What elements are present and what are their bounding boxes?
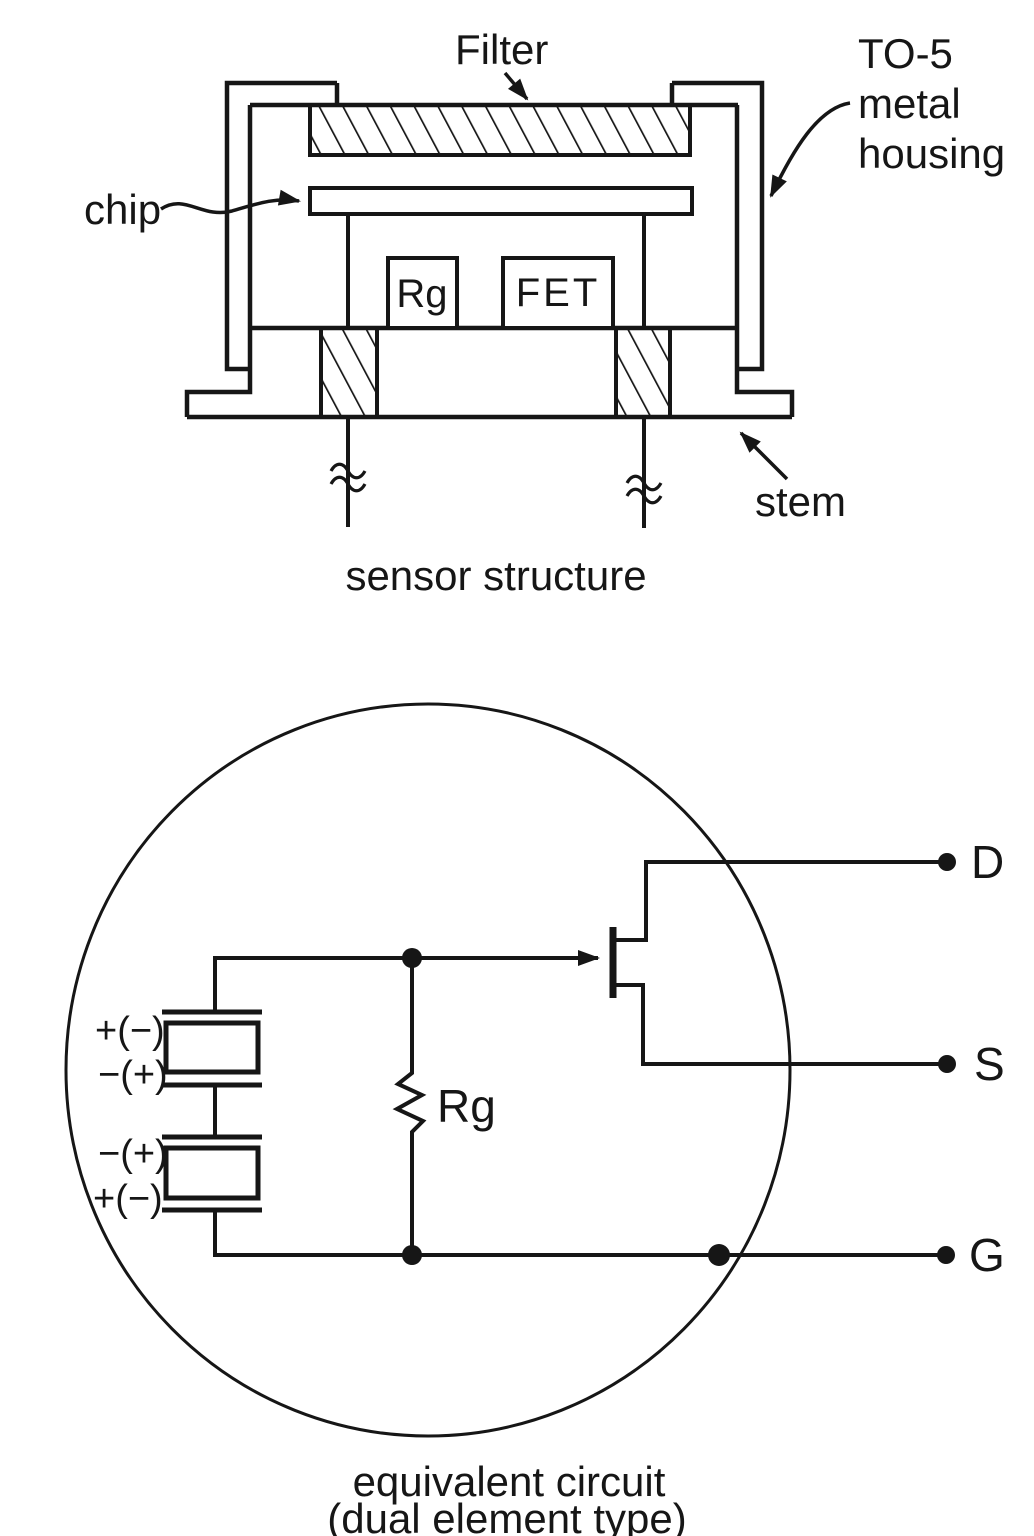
- equivalent-circuit-caption-line2: (dual element type): [327, 1495, 687, 1536]
- sensor-structure-figure: Rg FET Filter TO-5 metal housing chip st…: [84, 26, 1005, 599]
- stem-arrow-icon: [739, 431, 789, 481]
- housing-right-flange: [734, 105, 795, 417]
- element1-top-polarity: +(−): [95, 1010, 165, 1052]
- lead-break-icon: [329, 462, 367, 480]
- element2-top-polarity: −(+): [98, 1133, 168, 1175]
- stem-label: stem: [755, 478, 846, 525]
- source-terminal-label: S: [974, 1038, 1005, 1090]
- equivalent-circuit-caption-line1: equivalent circuit: [353, 1458, 666, 1505]
- filter-window: [308, 103, 692, 157]
- terminal-dot-gate: [937, 1246, 955, 1264]
- lead-break-icon: [329, 475, 367, 493]
- gate-node-wire: [213, 950, 600, 1013]
- drain-wire: [616, 860, 947, 942]
- element1-bottom-polarity: −(+): [98, 1054, 168, 1096]
- element1-body: [163, 1020, 261, 1075]
- filter-label: Filter: [455, 26, 548, 73]
- housing-arrow-icon: [769, 101, 851, 198]
- junction-dot: [708, 1244, 730, 1266]
- housing-label-line3: housing: [858, 130, 1005, 177]
- rg-die-box: [386, 256, 459, 330]
- source-wire: [616, 983, 947, 1066]
- chip-lead-wires: [346, 214, 646, 328]
- sensor-structure-caption: sensor structure: [345, 552, 646, 599]
- gate-rail-wire: [213, 1210, 946, 1257]
- rg-circuit-label: Rg: [437, 1080, 496, 1132]
- lead-break-icon: [625, 487, 663, 505]
- feedthrough-left: [319, 326, 379, 419]
- chip-label: chip: [84, 186, 161, 233]
- housing-tab-edges: [334, 83, 675, 106]
- fet-die-box: [501, 256, 615, 330]
- element2-body: [163, 1145, 261, 1201]
- gate-terminal-label: G: [969, 1229, 1005, 1281]
- element2-bottom-polarity: +(−): [93, 1178, 163, 1220]
- housing-label-line2: metal: [858, 80, 961, 127]
- chip-rect: [308, 186, 694, 216]
- housing-label-line1: TO-5: [858, 30, 953, 77]
- terminal-dot-drain: [938, 853, 956, 871]
- housing-right-wall: [672, 80, 765, 372]
- equivalent-circuit-figure: Rg +(−) −(+) −(+) +(−) D S G equivalent …: [64, 702, 1005, 1536]
- lead-break-icon: [625, 474, 663, 492]
- drain-terminal-label: D: [971, 836, 1004, 888]
- rg-resistor: [392, 958, 427, 1255]
- chip-arrow-icon: [160, 189, 301, 215]
- terminal-dot-source: [938, 1055, 956, 1073]
- housing-left-wall: [224, 80, 337, 372]
- feedthrough-right: [614, 326, 672, 419]
- rg-die-label: Rg: [396, 272, 447, 316]
- package-boundary-circle: [64, 702, 792, 1438]
- filter-arrow-icon: [503, 71, 529, 101]
- housing-left-flange: [184, 105, 253, 417]
- fet-die-label: FET: [516, 271, 601, 315]
